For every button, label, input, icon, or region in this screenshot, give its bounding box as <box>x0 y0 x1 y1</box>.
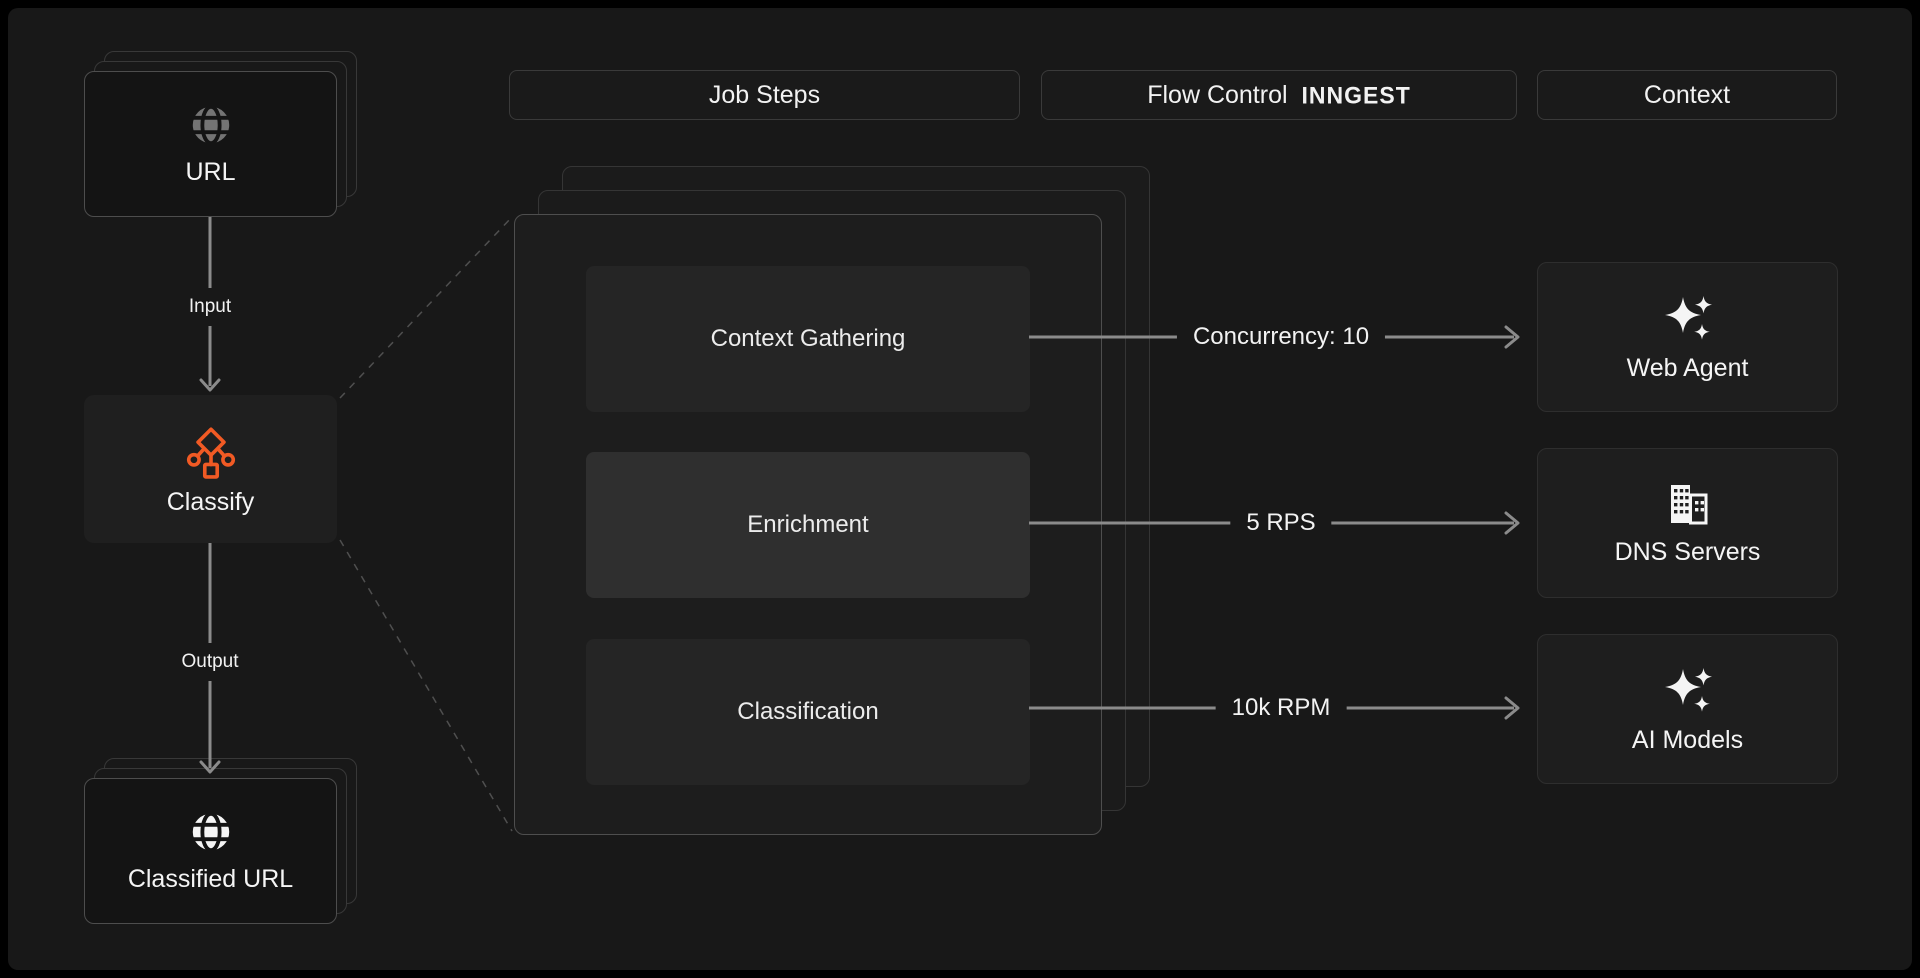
url-card: URL <box>84 71 337 217</box>
input-arrow-label: Input <box>184 288 236 326</box>
header-context-label: Context <box>1643 80 1731 109</box>
input-arrowhead <box>199 378 221 392</box>
header-job-steps: Job Steps <box>509 70 1020 120</box>
classify-network-icon <box>186 426 235 479</box>
step-context-gathering: Context Gathering <box>586 266 1030 412</box>
globe-icon <box>191 812 230 851</box>
step-label: Enrichment <box>747 511 869 538</box>
flow-control-label-concurrency: Concurrency: 10 <box>1176 320 1386 354</box>
step-classification: Classification <box>586 639 1030 785</box>
context-card-label: AI Models <box>1631 725 1744 754</box>
step-label: Context Gathering <box>710 325 906 352</box>
globe-icon <box>191 105 230 144</box>
flow-control-label-rpm: 10k RPM <box>1215 691 1347 725</box>
context-card-label: Web Agent <box>1626 353 1749 382</box>
concurrency-arrowhead <box>1504 325 1520 349</box>
classify-card-label: Classify <box>166 487 255 516</box>
job-steps-panel: Context Gathering Enrichment Classificat… <box>514 214 1102 835</box>
step-label: Classification <box>737 698 879 725</box>
sparkles-icon <box>1664 667 1712 712</box>
context-card-dns-servers: DNS Servers <box>1537 448 1838 598</box>
diagram-canvas: Job Steps Flow Control INNGEST Context U… <box>8 8 1912 970</box>
sparkles-icon <box>1664 295 1712 340</box>
context-card-ai-models: AI Models <box>1537 634 1838 784</box>
step-enrichment: Enrichment <box>586 452 1030 598</box>
classify-card: Classify <box>84 395 337 543</box>
header-job-steps-label: Job Steps <box>708 80 821 109</box>
classified-url-card: Classified URL <box>84 778 337 924</box>
dashed-connector-bottom <box>339 539 513 832</box>
building-icon <box>1670 484 1707 524</box>
rps-arrowhead <box>1504 511 1520 535</box>
dashed-connector-top <box>339 216 513 399</box>
header-flow-control-label: Flow Control <box>1147 80 1288 109</box>
header-context: Context <box>1537 70 1837 120</box>
classified-url-card-label: Classified URL <box>127 864 294 893</box>
inngest-logo: INNGEST <box>1301 80 1411 108</box>
context-card-label: DNS Servers <box>1614 537 1761 566</box>
output-arrow-label: Output <box>177 643 243 681</box>
flow-control-label-rps: 5 RPS <box>1230 506 1332 540</box>
url-card-label: URL <box>185 157 236 186</box>
header-flow-control: Flow Control INNGEST <box>1041 70 1517 120</box>
rpm-arrowhead <box>1504 696 1520 720</box>
context-card-web-agent: Web Agent <box>1537 262 1838 412</box>
